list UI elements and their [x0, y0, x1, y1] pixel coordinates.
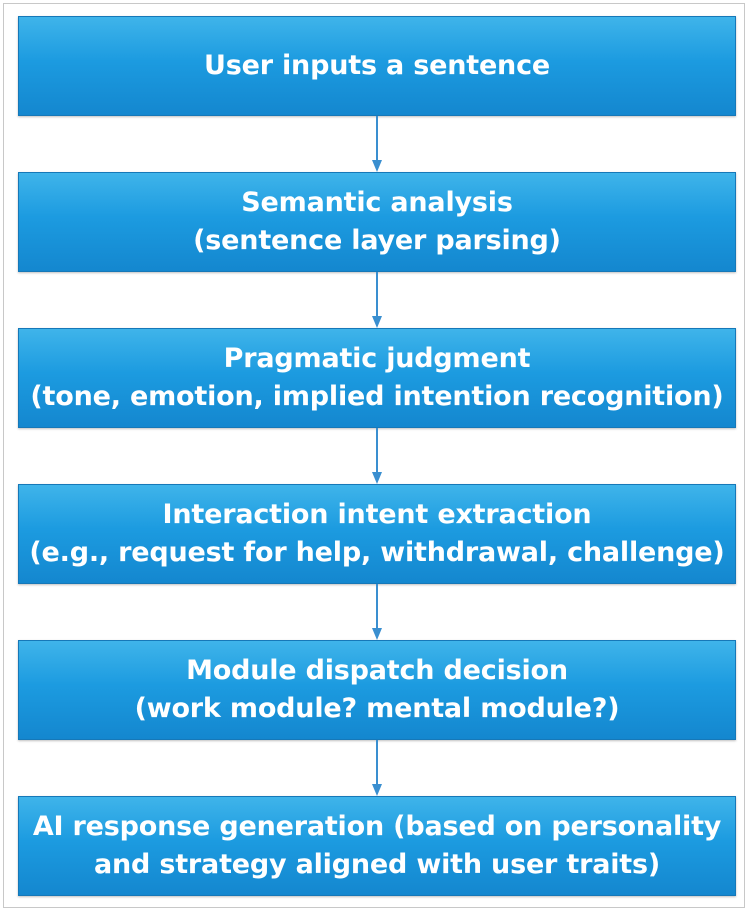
arrow-down-icon — [372, 584, 382, 640]
step-subtitle: (work module? mental module?) — [134, 693, 620, 724]
step-subtitle: (sentence layer parsing) — [193, 225, 561, 256]
step-semantic-analysis: Semantic analysis (sentence layer parsin… — [18, 172, 736, 272]
step-subtitle: (e.g., request for help, withdrawal, cha… — [29, 537, 725, 568]
step-title: AI response generation (based on persona… — [32, 811, 722, 842]
step-subtitle: and strategy aligned with user traits) — [93, 849, 660, 880]
step-subtitle: (tone, emotion, implied intention recogn… — [30, 381, 724, 412]
step-title: Semantic analysis — [241, 187, 513, 218]
step-title: Pragmatic judgment — [223, 343, 531, 374]
step-title: Interaction intent extraction — [162, 499, 592, 530]
arrow-down-icon — [372, 428, 382, 484]
arrow-down-icon — [372, 272, 382, 328]
diagram-frame: User inputs a sentence Semantic analysis… — [3, 3, 745, 908]
arrow-down-icon — [372, 116, 382, 172]
step-user-input: User inputs a sentence — [18, 16, 736, 116]
step-ai-response: AI response generation (based on persona… — [18, 796, 736, 896]
step-title: Module dispatch decision — [186, 655, 568, 686]
step-module-dispatch: Module dispatch decision (work module? m… — [18, 640, 736, 740]
arrow-down-icon — [372, 740, 382, 796]
step-pragmatic-judgment: Pragmatic judgment (tone, emotion, impli… — [18, 328, 736, 428]
step-title: User inputs a sentence — [203, 50, 550, 81]
step-intent-extraction: Interaction intent extraction (e.g., req… — [18, 484, 736, 584]
